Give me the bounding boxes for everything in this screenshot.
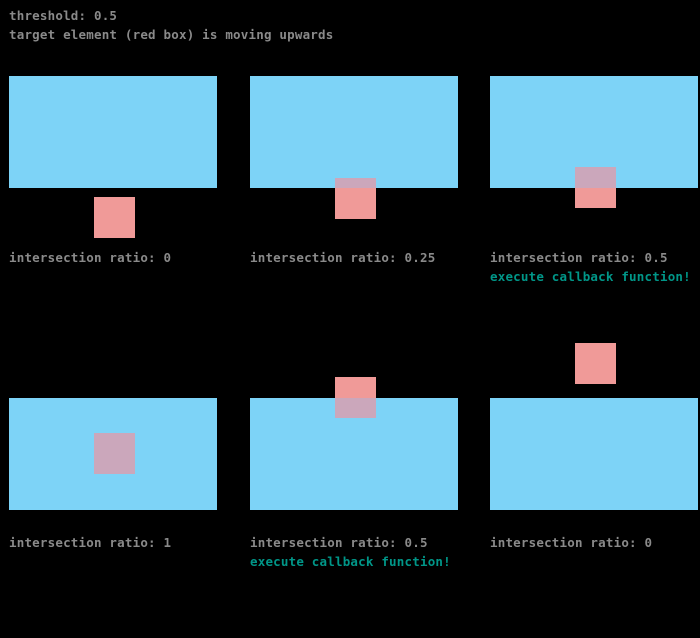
target-overlap-region <box>335 178 376 188</box>
threshold-label: threshold: 0.5 <box>9 8 118 23</box>
panel-row-bottom: intersection ratio: 1 intersection ratio… <box>0 343 700 638</box>
panel-5: intersection ratio: 0.5 execute callback… <box>241 353 473 638</box>
stage-2 <box>241 68 473 243</box>
intersection-ratio-label: intersection ratio: 0.5 <box>250 535 428 550</box>
viewport-box <box>250 76 458 188</box>
caption-4: intersection ratio: 1 <box>9 533 234 552</box>
stage-5 <box>241 353 473 528</box>
header: threshold: 0.5 target element (red box) … <box>9 6 689 44</box>
intersection-ratio-label: intersection ratio: 1 <box>9 535 172 550</box>
intersection-ratio-label: intersection ratio: 0.25 <box>250 250 436 265</box>
panel-2: intersection ratio: 0.25 <box>241 68 473 353</box>
callback-label: execute callback function! <box>250 554 451 569</box>
intersection-ratio-label: intersection ratio: 0.5 <box>490 250 668 265</box>
viewport-box <box>490 398 698 510</box>
target-overlap-region <box>94 433 135 474</box>
target-overlap-region <box>335 398 376 418</box>
caption-3: intersection ratio: 0.5 execute callback… <box>490 248 700 286</box>
target-box <box>575 343 616 384</box>
panel-6: intersection ratio: 0 <box>481 343 700 638</box>
stage-4 <box>0 353 232 528</box>
stage-3 <box>481 68 700 243</box>
panel-4: intersection ratio: 1 <box>0 353 232 638</box>
target-box <box>94 197 135 238</box>
intersection-ratio-label: intersection ratio: 0 <box>9 250 172 265</box>
caption-5: intersection ratio: 0.5 execute callback… <box>250 533 475 571</box>
stage-1 <box>0 68 232 243</box>
caption-1: intersection ratio: 0 <box>9 248 234 267</box>
panel-1: intersection ratio: 0 <box>0 68 232 353</box>
callback-label: execute callback function! <box>490 269 691 284</box>
viewport-box <box>9 76 217 188</box>
animation-description-label: target element (red box) is moving upwar… <box>9 27 334 42</box>
panel-grid: intersection ratio: 0 intersection ratio… <box>0 68 700 638</box>
target-overlap-region <box>575 167 616 188</box>
panel-row-top: intersection ratio: 0 intersection ratio… <box>0 68 700 353</box>
intersection-ratio-label: intersection ratio: 0 <box>490 535 653 550</box>
caption-6: intersection ratio: 0 <box>490 533 700 552</box>
caption-2: intersection ratio: 0.25 <box>250 248 475 267</box>
panel-3: intersection ratio: 0.5 execute callback… <box>481 68 700 353</box>
stage-6 <box>481 343 700 528</box>
